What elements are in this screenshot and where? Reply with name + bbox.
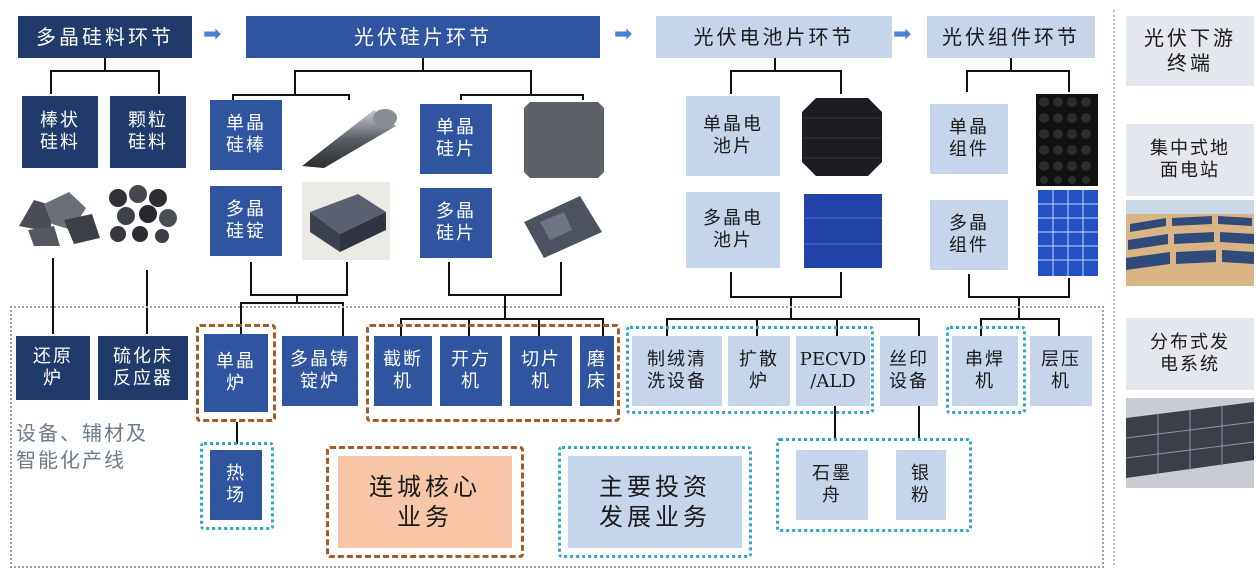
legend-core-business: 连城核心 业务 <box>338 456 512 548</box>
hot-zone: 热 场 <box>210 450 262 520</box>
arrow-right-icon: ➡ <box>614 22 633 47</box>
screen-printing-equipment: 丝印 设备 <box>880 336 938 406</box>
rooftop-solar-icon <box>1126 398 1254 488</box>
laminator-machine: 层压 机 <box>1030 336 1092 406</box>
header-module: 光伏组件环节 <box>927 16 1095 58</box>
mono-module-icon <box>1036 94 1098 186</box>
silver-powder: 银 粉 <box>896 450 946 520</box>
column-separator <box>1113 10 1115 565</box>
poly-silicon-ingot: 多晶 硅锭 <box>210 186 282 256</box>
poly-silicon-wafer: 多晶 硅片 <box>420 188 492 258</box>
silicon-chunks-icon <box>19 192 100 246</box>
reduction-furnace: 还原 炉 <box>16 336 90 400</box>
legend-investment-business: 主要投资 发展业务 <box>568 456 742 548</box>
silicon-rod-icon <box>302 109 397 168</box>
stringer-machine: 串焊 机 <box>952 336 1018 406</box>
equipment-section-frame <box>10 306 1104 568</box>
legend-core-business-frame <box>326 446 524 558</box>
mono-cell: 单晶电 池片 <box>686 96 780 176</box>
granular-silicon: 颗粒 硅料 <box>110 96 186 168</box>
header-downstream: 光伏下游 终端 <box>1126 16 1254 86</box>
silicon-ingot-icon <box>302 182 390 260</box>
core-business-outline <box>366 324 620 422</box>
diffusion-furnace: 扩散 炉 <box>728 336 790 406</box>
mono-silicon-wafer: 单晶 硅片 <box>420 104 492 174</box>
rod-silicon: 棒状 硅料 <box>22 96 98 168</box>
solar-farm-icon <box>1126 200 1254 286</box>
distributed-generation: 分布式发 电系统 <box>1126 318 1254 390</box>
poly-module: 多晶 组件 <box>930 200 1008 270</box>
mono-silicon-rod: 单晶 硅棒 <box>210 100 282 170</box>
mono-wafer-icon <box>524 102 604 178</box>
poly-cell: 多晶电 池片 <box>686 192 780 268</box>
cutoff-machine: 截断 机 <box>374 336 432 406</box>
texturing-cleaning-equipment: 制绒清 洗设备 <box>632 336 722 406</box>
investment-business-outline <box>200 442 274 530</box>
poly-ingot-furnace: 多晶铸 锭炉 <box>282 336 358 406</box>
arrow-right-icon: ➡ <box>203 22 222 47</box>
mono-module: 单晶 组件 <box>930 104 1008 174</box>
squaring-machine: 开方 机 <box>440 336 502 406</box>
poly-cell-icon <box>804 194 882 268</box>
arrow-right-icon: ➡ <box>893 22 912 47</box>
silicon-granules-icon <box>109 185 177 243</box>
mono-cell-icon <box>802 98 882 176</box>
mono-crystal-furnace: 单晶 炉 <box>204 334 268 412</box>
poly-module-icon <box>1038 190 1098 276</box>
legend-investment-business-frame <box>558 446 752 558</box>
header-polysilicon: 多晶硅料环节 <box>18 16 192 58</box>
fluidized-bed-reactor: 硫化床 反应器 <box>98 336 188 400</box>
section-label: 设备、辅材及 智能化产线 <box>16 421 148 472</box>
grinding-machine: 磨 床 <box>580 336 614 406</box>
graphite-boat: 石墨 舟 <box>796 450 868 520</box>
slicing-machine: 切片 机 <box>510 336 572 406</box>
header-wafer: 光伏硅片环节 <box>246 16 600 58</box>
investment-business-outline <box>626 326 874 414</box>
core-business-outline <box>196 324 276 422</box>
investment-business-outline <box>946 326 1026 414</box>
pecvd-ald: PECVD /ALD <box>796 336 870 406</box>
investment-business-outline <box>776 438 972 532</box>
poly-wafer-icon <box>524 196 602 258</box>
central-power-station: 集中式地 面电站 <box>1126 124 1254 196</box>
header-cell: 光伏电池片环节 <box>656 16 892 58</box>
